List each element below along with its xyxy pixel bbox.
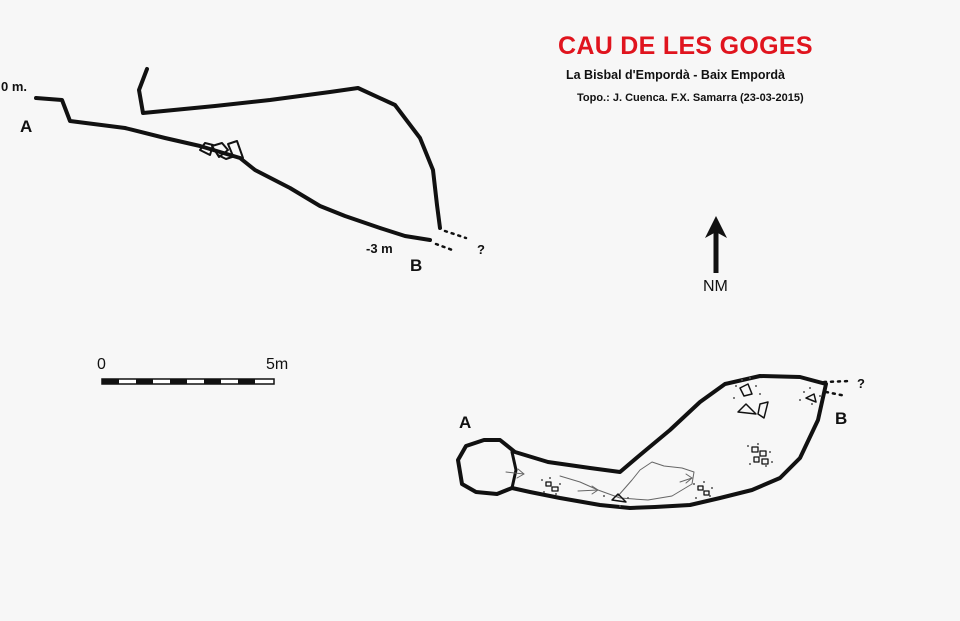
- scale-bar: [101, 378, 275, 385]
- plan-view: [456, 374, 852, 510]
- plan-outline: [456, 374, 828, 510]
- profile-entrance-b-label: B: [410, 256, 423, 275]
- survey-credits: Topo.: J. Cuenca. F.X. Samarra (23-03-20…: [577, 92, 804, 104]
- survey-location: La Bisbal d'Empordà - Baix Empordà: [566, 68, 785, 82]
- plan-rubble-symbols: [545, 446, 769, 496]
- plan-entrance-b-label: B: [835, 409, 848, 428]
- profile-section: [34, 67, 468, 253]
- profile-dotted-continuation: [434, 229, 468, 253]
- plan-unknown-label: ?: [857, 376, 865, 391]
- profile-entrance-a-label: A: [20, 117, 33, 136]
- north-label: NM: [703, 278, 728, 295]
- survey-title: CAU DE LES GOGES: [558, 32, 813, 60]
- profile-ceiling-line: [137, 67, 442, 230]
- plan-entrance-a-chamber: [510, 450, 518, 490]
- scale-end-label: 5m: [266, 356, 289, 373]
- north-arrow: [705, 216, 727, 273]
- north-arrow-icon: [705, 216, 727, 238]
- plan-flow-lines: [505, 461, 695, 501]
- profile-floor-line: [34, 96, 432, 242]
- profile-depth-bottom-label: -3 m: [366, 241, 393, 256]
- profile-boulders: [199, 140, 244, 160]
- plan-sediment-dots: [541, 377, 821, 507]
- scale-bar-segments: [102, 379, 255, 384]
- scale-start-label: 0: [97, 356, 106, 373]
- profile-unknown-label: ?: [477, 242, 485, 257]
- plan-entrance-a-label: A: [459, 413, 472, 432]
- plan-boulder-symbols: [611, 383, 817, 503]
- plan-dotted-continuation: [822, 379, 852, 398]
- profile-depth-top-label: 0 m.: [1, 79, 28, 94]
